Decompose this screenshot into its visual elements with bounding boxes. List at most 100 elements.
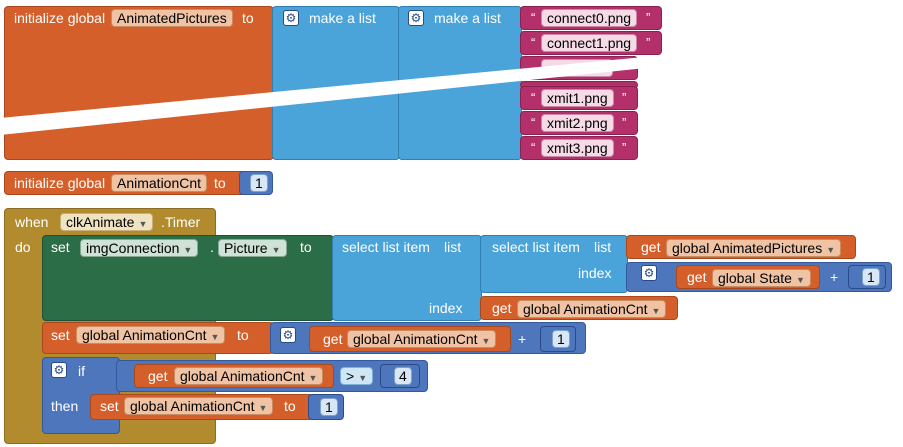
- open-quote: “: [531, 140, 536, 155]
- gear-icon[interactable]: ⚙: [280, 327, 296, 343]
- set-label: set: [51, 239, 70, 255]
- dropdown-caret-icon: ▼: [138, 219, 148, 229]
- index-label: index: [429, 300, 463, 316]
- variable-dropdown[interactable]: global AnimationCnt▼: [347, 330, 497, 348]
- component-text: clkAnimate: [66, 214, 135, 230]
- select-list-item-label: select list item: [342, 239, 430, 255]
- dropdown-caret-icon: ▼: [481, 336, 491, 346]
- string-field[interactable]: [541, 59, 613, 77]
- number-text: 1: [325, 399, 333, 415]
- variable-dropdown[interactable]: global AnimationCnt▼: [124, 397, 274, 415]
- open-quote: “: [531, 115, 536, 130]
- string-text: connect0.png: [547, 10, 632, 26]
- to-label: to: [284, 398, 296, 414]
- number-field[interactable]: 1: [552, 330, 570, 348]
- get-label: get: [148, 368, 168, 384]
- dropdown-caret-icon: ▼: [258, 403, 268, 413]
- gear-icon[interactable]: ⚙: [51, 362, 67, 378]
- operator-text: >: [346, 368, 355, 384]
- gear-icon[interactable]: ⚙: [283, 10, 299, 26]
- open-quote: “: [531, 10, 536, 25]
- dropdown-caret-icon: ▼: [308, 373, 318, 383]
- number-text: 1: [557, 331, 565, 347]
- variable-name-text: AnimationCnt: [117, 175, 202, 191]
- variable-text: global AnimationCnt: [353, 331, 478, 347]
- to-label: to: [300, 239, 312, 255]
- number-field[interactable]: 1: [250, 174, 268, 192]
- component-text: imgConnection: [86, 240, 180, 256]
- make-list-outer-block[interactable]: [272, 6, 400, 160]
- number-field[interactable]: 1: [862, 268, 880, 286]
- get-label: get: [641, 239, 661, 255]
- variable-name-field[interactable]: AnimatedPictures: [111, 9, 233, 27]
- dropdown-caret-icon: ▼: [358, 373, 368, 383]
- if-block-bottom[interactable]: [42, 420, 120, 434]
- variable-text: global AnimationCnt: [82, 327, 207, 343]
- dropdown-caret-icon: ▼: [651, 306, 661, 316]
- string-field[interactable]: xmit3.png: [541, 139, 614, 157]
- then-label: then: [51, 398, 79, 414]
- string-field[interactable]: xmit2.png: [541, 114, 614, 132]
- close-quote: ”: [622, 140, 627, 155]
- select-list-item-inner-block[interactable]: [480, 235, 628, 293]
- list-label: list: [444, 239, 462, 255]
- property-text: Picture: [224, 240, 268, 256]
- set-label: set: [51, 327, 70, 343]
- close-quote: ”: [622, 115, 627, 130]
- string-field[interactable]: connect1.png: [541, 34, 638, 52]
- open-quote: “: [531, 35, 536, 50]
- gear-icon[interactable]: ⚙: [408, 10, 424, 26]
- to-label: to: [242, 10, 254, 26]
- number-text: 1: [255, 175, 263, 191]
- dropdown-caret-icon: ▼: [183, 245, 193, 255]
- variable-name-field[interactable]: AnimationCnt: [111, 174, 208, 192]
- event-label: .Timer: [161, 214, 201, 230]
- open-quote: “: [531, 90, 536, 105]
- component-dropdown[interactable]: clkAnimate▼: [60, 213, 154, 231]
- to-label: to: [237, 327, 249, 343]
- number-text: 4: [399, 368, 407, 384]
- variable-dropdown[interactable]: global State▼: [712, 269, 811, 287]
- make-list-label: make a list: [434, 10, 501, 26]
- operator-dropdown[interactable]: >▼: [340, 367, 374, 385]
- variable-dropdown[interactable]: global AnimationCnt▼: [76, 326, 226, 344]
- variable-text: global AnimatedPictures: [672, 240, 823, 256]
- string-text: xmit2.png: [547, 115, 608, 131]
- close-quote: ”: [646, 35, 651, 50]
- close-quote: ”: [622, 90, 627, 105]
- init-keyword: initialize global: [14, 175, 106, 191]
- gear-icon[interactable]: ⚙: [641, 265, 657, 281]
- dropdown-caret-icon: ▼: [826, 245, 836, 255]
- variable-dropdown[interactable]: global AnimationCnt▼: [174, 367, 324, 385]
- select-list-item-label: select list item: [492, 239, 580, 255]
- string-field[interactable]: connect0.png: [541, 9, 638, 27]
- plus-label: +: [830, 269, 839, 285]
- variable-text: global AnimationCnt: [523, 301, 648, 317]
- dropdown-caret-icon: ▼: [210, 332, 220, 342]
- init-animatedpictures-block[interactable]: [4, 6, 274, 160]
- close-quote: ”: [646, 10, 651, 25]
- number-field[interactable]: 4: [394, 367, 412, 385]
- get-label: get: [687, 269, 707, 285]
- variable-dropdown[interactable]: global AnimationCnt▼: [517, 300, 667, 318]
- string-text: xmit1.png: [547, 90, 608, 106]
- init-keyword: initialize global: [14, 10, 106, 26]
- dropdown-caret-icon: ▼: [795, 275, 805, 285]
- dropdown-caret-icon: ▼: [271, 245, 281, 255]
- set-label: set: [100, 398, 119, 414]
- number-text: 1: [867, 269, 875, 285]
- string-text: xmit3.png: [547, 140, 608, 156]
- get-label: get: [492, 300, 512, 316]
- variable-dropdown[interactable]: global AnimatedPictures▼: [666, 239, 842, 257]
- to-label: to: [214, 175, 226, 191]
- make-list-inner-block[interactable]: [398, 6, 522, 160]
- variable-name-text: AnimatedPictures: [117, 10, 227, 26]
- get-label: get: [323, 331, 343, 347]
- plus-label: +: [518, 331, 527, 347]
- index-label: index: [578, 265, 612, 281]
- string-field[interactable]: xmit1.png: [541, 89, 614, 107]
- string-text: connect1.png: [547, 35, 632, 51]
- component-dropdown[interactable]: imgConnection▼: [80, 239, 199, 257]
- property-dropdown[interactable]: Picture▼: [218, 239, 287, 257]
- number-field[interactable]: 1: [320, 398, 338, 416]
